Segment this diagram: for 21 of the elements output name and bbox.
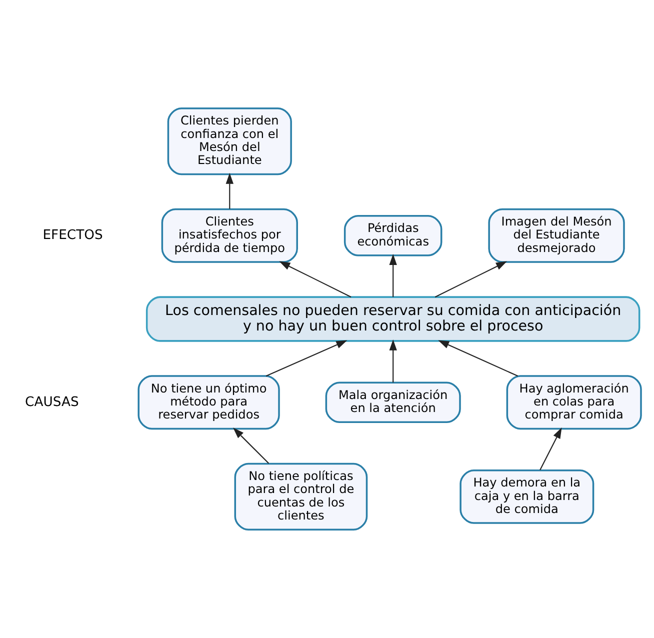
arrow: [266, 340, 348, 377]
node-box: Clientes insatisfechos por pérdida de tiempo: [161, 208, 298, 263]
node-box: Los comensales no pueden reservar su comida con anticipación y no hay un buen control sobre el proceso: [146, 296, 640, 342]
arrow: [233, 428, 270, 464]
arrow: [434, 261, 508, 298]
node-box: Clientes pierden confianza con el Mesón del Estudiante: [167, 108, 292, 176]
arrow: [226, 172, 234, 209]
arrow: [438, 340, 518, 377]
node-box: Hay aglomeración en colas para comprar comida: [506, 375, 642, 430]
label: EFECTOS: [42, 228, 103, 244]
node-box: No tiene políticas para el control de cuentas de los clientes: [234, 462, 368, 530]
arrow: [389, 254, 397, 297]
arrow: [389, 339, 397, 382]
node-box: No tiene un óptimo método para reservar pedidos: [138, 375, 280, 430]
arrow: [279, 261, 352, 298]
node-box: Hay demora en la caja y en la barra de comida: [460, 470, 594, 524]
arrow: [540, 428, 562, 470]
node-box: Pérdidas económicas: [344, 215, 442, 256]
node-box: Imagen del Mesón del Estudiante desmejorado: [488, 208, 625, 263]
node-box: Mala organización en la atención: [325, 382, 461, 423]
label: CAUSAS: [25, 394, 79, 410]
